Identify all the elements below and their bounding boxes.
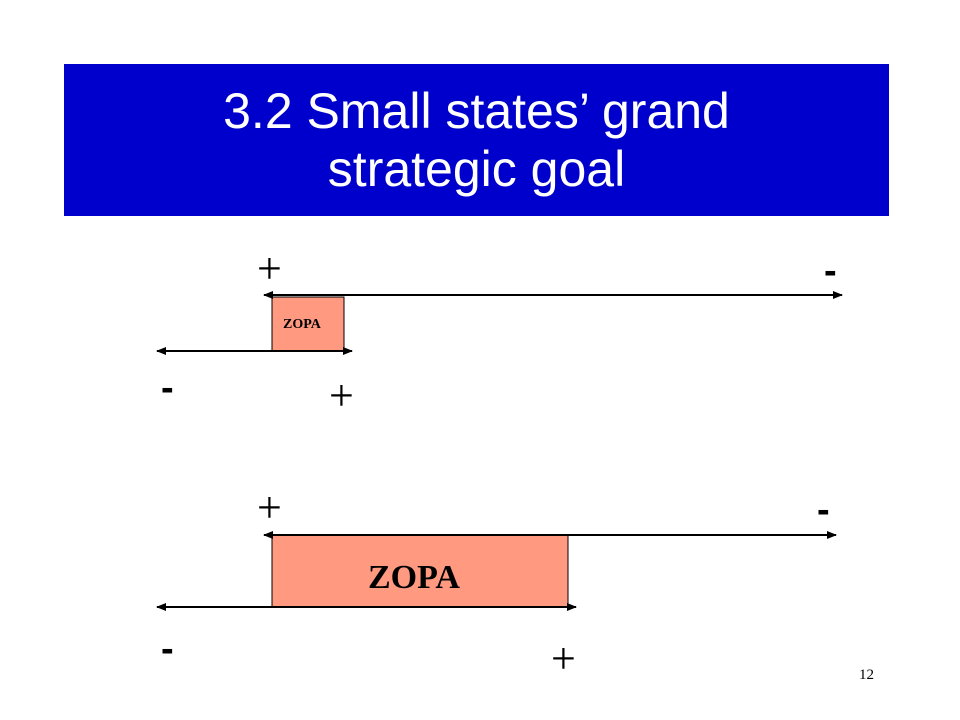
zopa-label-large: ZOPA [368,559,460,596]
diagram-large-zopa: ZOPA + - - + [156,483,837,683]
zopa-box-large [271,534,569,608]
title-bar: 3.2 Small states’ grand strategic goal [64,64,889,216]
lower-plus-small: + [329,371,354,420]
slide-title: 3.2 Small states’ grand strategic goal [223,83,730,197]
upper-minus-large: - [817,489,830,531]
zopa-box-small [271,296,345,352]
lower-minus-small: - [161,367,174,409]
diagram-small-zopa: ZOPA + - - + [156,244,843,420]
zopa-label-small: ZOPA [283,317,322,332]
lower-minus-large: - [161,628,174,670]
upper-minus-small: - [824,250,837,292]
lower-plus-large: + [551,634,576,683]
page-number: 12 [859,667,874,683]
upper-plus-large: + [257,483,282,532]
upper-plus-small: + [257,244,282,293]
